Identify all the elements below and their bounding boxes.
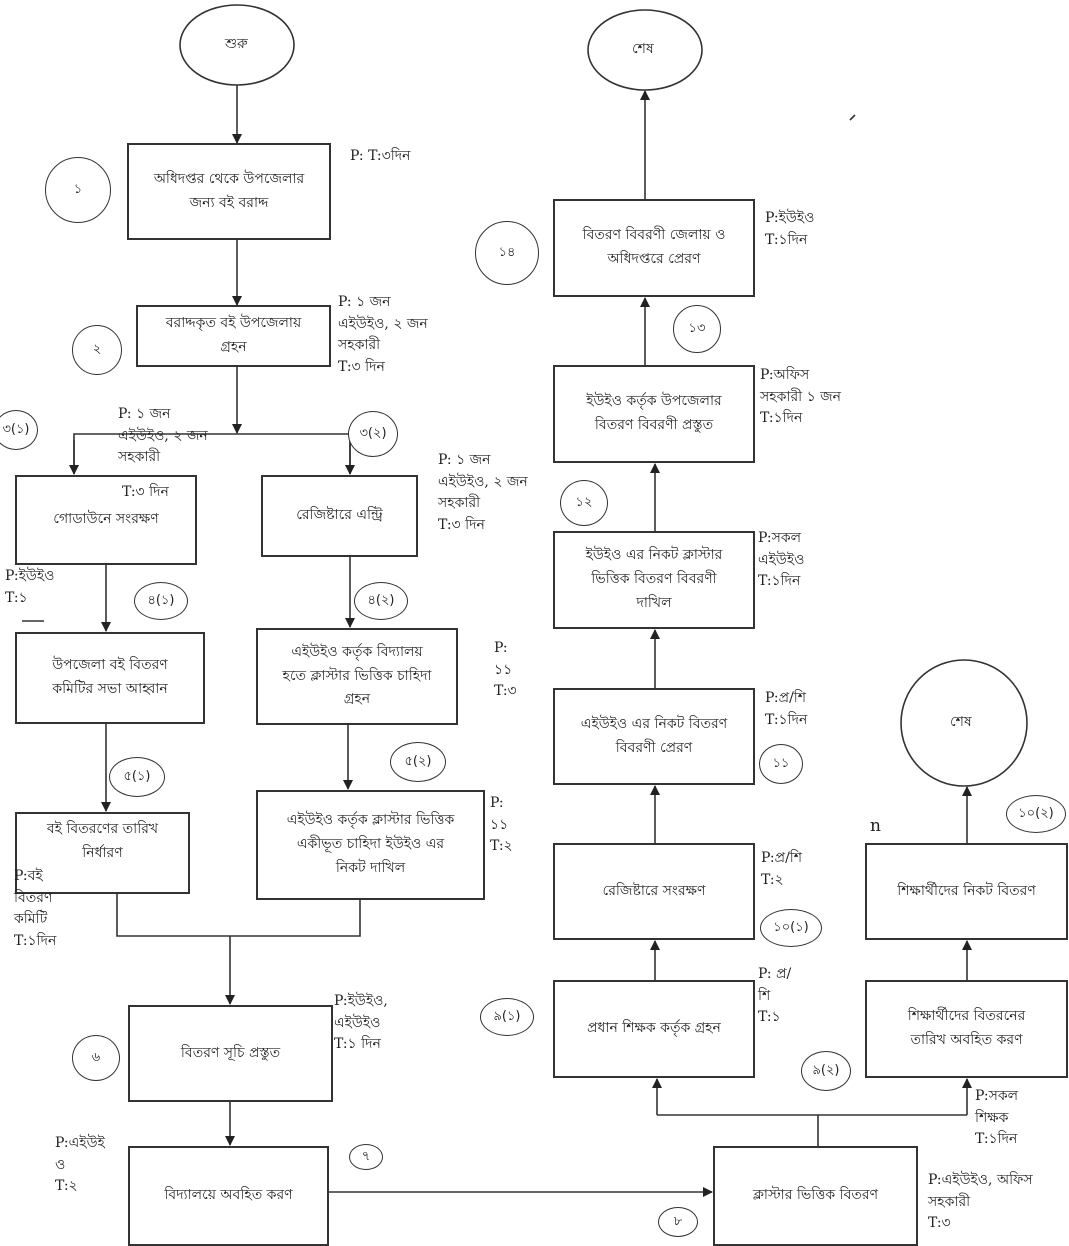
step-number-7: ৭: [349, 1144, 383, 1170]
step-12-box: ইউইও এর নিকট ক্লাস্টার ভিত্তিক বিতরণ বিব…: [553, 531, 755, 629]
step-number-2: ২: [72, 325, 122, 375]
step-number-13: ১৩: [673, 305, 721, 353]
annotation-3-2: P: ১ জন এইউইও, ২ জন সহকারী T:৩ দিন: [438, 452, 528, 534]
annotation-5-2: P: ১১ T:২: [490, 795, 513, 855]
annotation-4-1: P:ইউইও T:১: [5, 568, 55, 606]
step-14-box: বিতরণ বিবরণী জেলায় ও অধিদপ্তরে প্রেরণ: [553, 199, 755, 297]
step-4-2-box: এইউইও কর্তৃক বিদ্যালয় হতে ক্লাস্টার ভিত…: [256, 628, 458, 725]
annotation-12: P:সকল এইউইও T:১দিন: [758, 530, 805, 590]
step-10-1-box: রেজিষ্টারে সংরক্ষণ: [553, 843, 755, 940]
step-number-5-2: ৫(২): [390, 742, 446, 782]
annotation-9-2: P:সকল শিক্ষক T:১দিন: [975, 1088, 1019, 1148]
step-number-11: ১১: [759, 744, 803, 784]
step-number-6: ৬: [72, 1035, 120, 1081]
step-5-1-box: বই বিতরণের তারিখ নির্ধারণ: [15, 812, 190, 894]
annotation-13: P:অফিস সহকারী ১ জন T:১দিন: [760, 367, 842, 427]
annotation-8: P:এইউইও, অফিস সহকারী T:৩: [928, 1172, 1033, 1232]
start-label: শুরু: [225, 36, 248, 52]
annotation-5-1: P:বই বিতরণ কমিটি T:১দিন: [14, 868, 57, 950]
annotation-1: P: T:৩দিন: [350, 148, 411, 164]
step-number-4-2: ৪(২): [354, 582, 408, 620]
step-number-9-2: ৯(২): [801, 1051, 851, 1091]
step-5-2-box: এইউইও কর্তৃক ক্লাস্টার ভিত্তিক একীভূত চা…: [256, 790, 485, 900]
step-9-1-box: প্রধান শিক্ষক কর্তৃক গ্রহন: [553, 980, 755, 1078]
step-number-9-1: ৯(১): [480, 998, 534, 1036]
step-11-box: এইউইও এর নিকট বিতরণ বিবরণী প্রেরণ: [553, 688, 755, 785]
annotation-10-1: P:প্র/শি T:২: [761, 850, 803, 888]
step-2-box: বরাদ্দকৃত বই উপজেলায় গ্রহন: [136, 305, 331, 367]
annotation-7: P:এইউই ও T:২: [55, 1135, 105, 1195]
step-number-8: ৮: [658, 1207, 698, 1237]
end-top-label: শেষ: [632, 41, 654, 57]
step-4-1-box: উপজেলা বই বিতরণ কমিটির সভা আহ্বান: [15, 632, 205, 724]
annotation-14: P:ইউইও T:১দিন: [765, 210, 815, 248]
annotation-2: P: ১ জন এইউইও, ২ জন সহকারী T:৩ দিন: [338, 294, 428, 376]
step-10-2-box: শিক্ষার্থীদের নিকট বিতরণ: [865, 843, 1068, 940]
step-9-2-box: শিক্ষার্থীদের বিতরনের তারিখ অবহিত করণ: [865, 980, 1068, 1078]
step-8-box: ক্লাস্টার ভিত্তিক বিতরণ: [713, 1146, 918, 1246]
step-number-14: ১৪: [475, 221, 539, 285]
step-3-1-box: গোডাউনে সংরক্ষণ: [15, 475, 197, 565]
annotation-4-2: P: ১১ T:৩: [494, 640, 517, 700]
annotation-10-2: n: [870, 816, 881, 836]
step-number-3-2: ৩(২): [348, 411, 398, 457]
annotation-3-1: P: ১ জন এইউইও, ২ জন সহকারী: [118, 406, 208, 466]
step-13-box: ইউইও কর্তৃক উপজেলার বিতরণ বিবরণী প্রস্তু…: [553, 365, 755, 463]
step-7-box: বিদ্যালয়ে অবহিত করণ: [128, 1146, 329, 1246]
annotation-11: P:প্র/শি T:১দিন: [765, 690, 808, 728]
step-number-3-1: ৩(১): [0, 410, 38, 450]
step-number-10-2: ১০(২): [1006, 795, 1066, 833]
step-3-2-box: রেজিষ্টারে এন্ট্রি: [261, 475, 418, 557]
step-number-12: ১২: [560, 480, 608, 526]
end-right-label: শেষ: [950, 714, 972, 730]
step-number-10-1: ১০(১): [760, 909, 822, 947]
annotation-9-1: P: প্র/ শি T:১: [758, 966, 792, 1026]
step-1-box: অধিদপ্তর থেকে উপজেলার জন্য বই বরাদ্দ: [127, 143, 331, 240]
step-number-5-1: ৫(১): [109, 757, 165, 797]
step-6-box: বিতরণ সূচি প্রস্তুত: [128, 1005, 333, 1102]
annotation-6: P:ইউইও, এইউইও T:১ দিন: [334, 993, 388, 1053]
annotation-3-1-time: T:৩ দিন: [122, 484, 169, 500]
step-number-4-1: ৪(১): [134, 582, 188, 620]
step-number-1: ১: [45, 157, 111, 223]
